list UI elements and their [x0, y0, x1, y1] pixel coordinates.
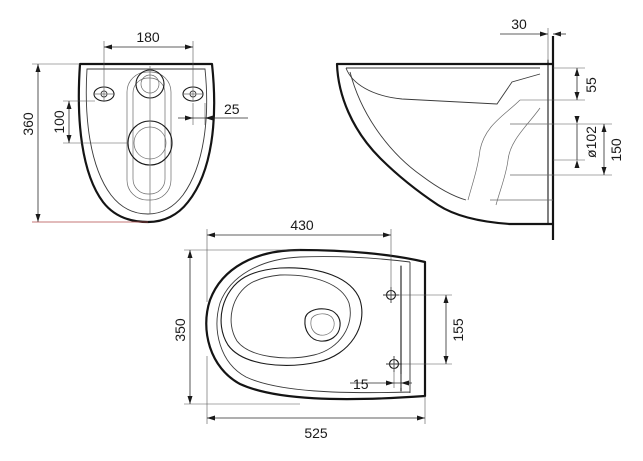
plan-dim-430-arrow-right [383, 232, 391, 238]
front-dim-360-label: 360 [20, 112, 36, 136]
front-dim-25-arrow-a [185, 115, 193, 121]
front-dim-100-label: 100 [51, 110, 67, 134]
side-dim-102-arrow-bottom [574, 160, 580, 168]
plan-dim-350-arrow-top [187, 250, 193, 258]
side-dim-55-arrow-bottom [574, 92, 580, 100]
side-dim-150-arrow-bottom [601, 167, 607, 175]
side-dim-55-label: 55 [583, 77, 599, 93]
plan-dim-350-arrow-bottom [187, 396, 193, 404]
front-dim-360-arrow-bottom [35, 214, 41, 222]
side-view-outline [335, 62, 555, 226]
plan-view-bowl-inner [230, 274, 351, 359]
front-dim-180-label: 180 [136, 29, 160, 45]
plan-dim-15-arrow-b [401, 380, 409, 386]
side-dim-30-arrow-a [540, 31, 548, 37]
side-view-rim-inner [345, 67, 541, 105]
plan-dim-155-arrow-bottom [443, 356, 449, 364]
front-dim-360-arrow-top [35, 64, 41, 72]
front-view-outline [77, 62, 216, 224]
front-dim-180-arrow-right [185, 44, 193, 50]
plan-dim-430-label: 430 [290, 217, 314, 233]
side-dim-55-arrow-top [574, 68, 580, 76]
front-dim-100-arrow-top [66, 101, 72, 109]
side-dim-102-arrow-top [574, 116, 580, 124]
plan-view-outline [205, 248, 427, 401]
side-dim-102-label: ø102 [583, 126, 599, 158]
front-view-inner-outline [85, 68, 208, 215]
plan-view: 430 350 155 15 525 [172, 217, 466, 441]
side-dim-150-label: 150 [608, 138, 624, 162]
front-dim-25-arrow-b [205, 115, 213, 121]
plan-dim-525-arrow-left [207, 415, 215, 421]
front-dim-25-label: 25 [224, 101, 240, 117]
front-dim-100-arrow-bottom [66, 135, 72, 143]
plan-dim-430-arrow-left [207, 232, 215, 238]
plan-dim-155-arrow-top [443, 295, 449, 303]
plan-view-drain-inner [310, 313, 335, 336]
plan-dim-350-label: 350 [172, 318, 188, 342]
front-view-mounting-lines [94, 66, 203, 214]
plan-dim-15-arrow-a [386, 380, 394, 386]
side-view-bowl-inner [349, 71, 467, 201]
side-dim-30-label: 30 [511, 16, 527, 32]
plan-view-bowl-outer [220, 267, 363, 366]
plan-dim-525-arrow-right [417, 415, 425, 421]
side-view: 30 55 ø102 150 [335, 16, 624, 240]
front-dim-180-arrow-left [104, 44, 112, 50]
plan-view-drain [304, 308, 341, 342]
side-view-outlet [490, 123, 553, 201]
plan-dim-525-label: 525 [304, 425, 328, 441]
front-view-center-column-inner [132, 77, 166, 195]
plan-dim-155-label: 155 [450, 318, 466, 342]
side-view-trap [467, 99, 541, 206]
plan-view-rim [216, 256, 411, 394]
plan-dim-15-label: 15 [353, 376, 369, 392]
front-view: 180 360 100 25 [20, 29, 248, 224]
side-dim-150-arrow-top [601, 124, 607, 132]
